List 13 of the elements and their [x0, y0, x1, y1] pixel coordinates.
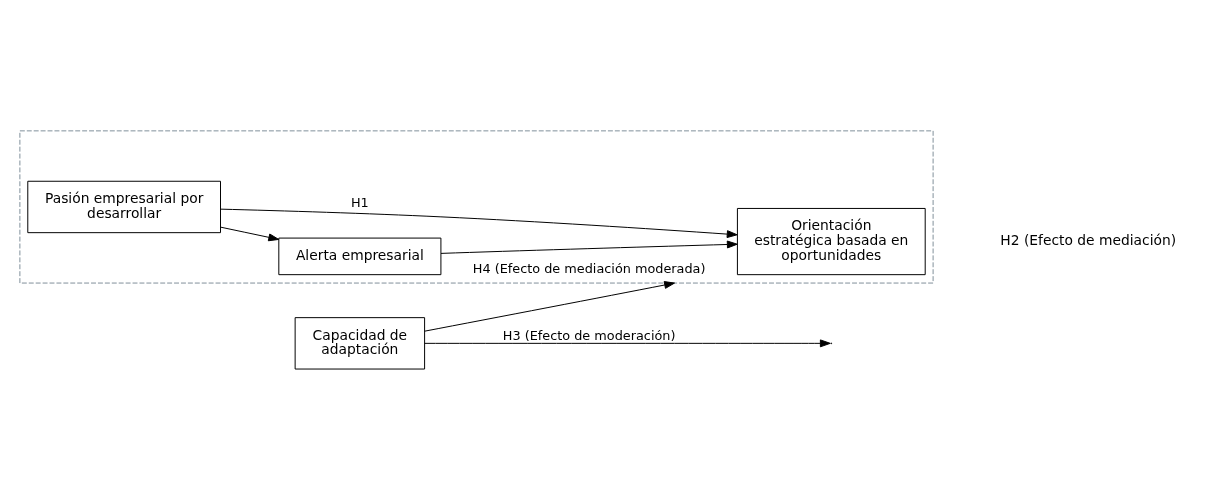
arrow: [220, 226, 280, 242]
edge-label: H4 (Efecto de mediación moderada): [472, 260, 706, 276]
arrow: [440, 240, 738, 254]
arrow: [220, 208, 738, 239]
node-box: Capacidad de adaptación: [294, 317, 426, 370]
node-box: Orientación estratégica basada en oportunidades: [736, 207, 926, 276]
node-box: Alerta empresarial: [278, 237, 442, 276]
node-box: Pasión empresarial por desarrollar: [27, 180, 221, 234]
edge-label: H3 (Efecto de moderación): [502, 327, 676, 343]
edge-label: H1: [350, 195, 369, 211]
label: H2 (Efecto de mediación): [1000, 232, 1177, 249]
cluster: [19, 130, 934, 284]
arrow: [424, 281, 676, 332]
